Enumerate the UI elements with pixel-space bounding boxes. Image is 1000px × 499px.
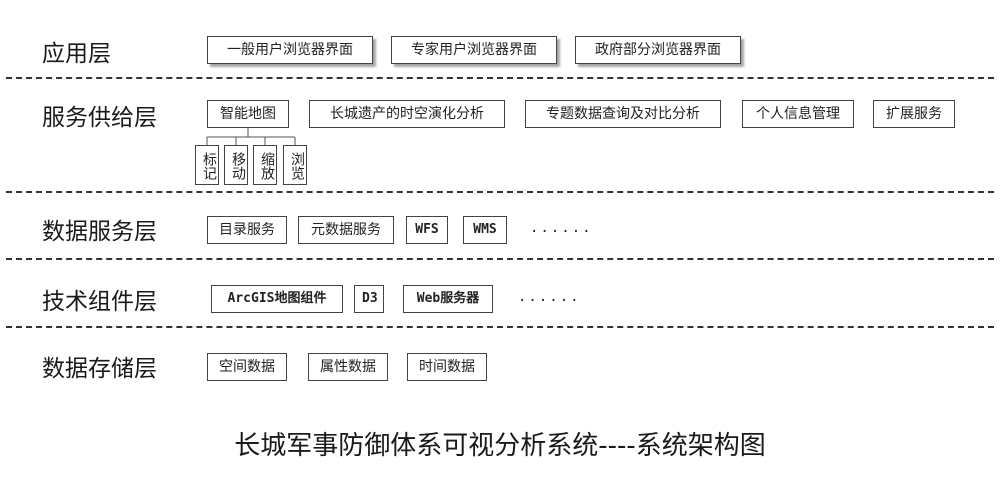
map-browse-box: 浏览 — [283, 145, 307, 185]
data-service-ellipsis: ...... — [530, 220, 593, 236]
map-mark-box: 标记 — [195, 145, 219, 185]
spatiotemporal-analysis-box: 长城遗产的时空演化分析 — [309, 100, 505, 128]
layer-label-application: 应用层 — [42, 41, 111, 67]
diagram-caption: 长城军事防御体系可视分析系统----系统架构图 — [234, 431, 766, 461]
smart-map-box: 智能地图 — [207, 100, 289, 128]
extended-service-box: 扩展服务 — [873, 100, 955, 128]
map-zoom-box: 缩放 — [253, 145, 277, 185]
tech-component-ellipsis: ...... — [518, 289, 581, 305]
expert-user-browser-box: 专家用户浏览器界面 — [391, 36, 557, 64]
layer-divider — [6, 258, 994, 260]
time-data-box: 时间数据 — [407, 353, 487, 381]
layer-label-tech-component: 技术组件层 — [42, 289, 157, 315]
wms-box: WMS — [463, 216, 507, 244]
catalog-service-box: 目录服务 — [207, 216, 287, 244]
layer-divider — [6, 191, 994, 193]
personal-info-box: 个人信息管理 — [742, 100, 854, 128]
wfs-box: WFS — [406, 216, 448, 244]
layer-label-data-service: 数据服务层 — [42, 219, 157, 245]
government-browser-box: 政府部分浏览器界面 — [575, 36, 741, 64]
layer-divider — [6, 77, 994, 79]
spatial-data-box: 空间数据 — [207, 353, 287, 381]
thematic-query-box: 专题数据查询及对比分析 — [525, 100, 721, 128]
web-server-box: Web服务器 — [403, 285, 493, 313]
layer-label-data-storage: 数据存储层 — [42, 356, 157, 382]
layer-label-service-supply: 服务供给层 — [42, 105, 157, 131]
general-user-browser-box: 一般用户浏览器界面 — [207, 36, 373, 64]
arcgis-component-box: ArcGIS地图组件 — [211, 285, 343, 313]
metadata-service-box: 元数据服务 — [298, 216, 394, 244]
d3-box: D3 — [354, 285, 384, 313]
map-move-box: 移动 — [224, 145, 248, 185]
layer-divider — [6, 326, 994, 328]
attribute-data-box: 属性数据 — [308, 353, 388, 381]
